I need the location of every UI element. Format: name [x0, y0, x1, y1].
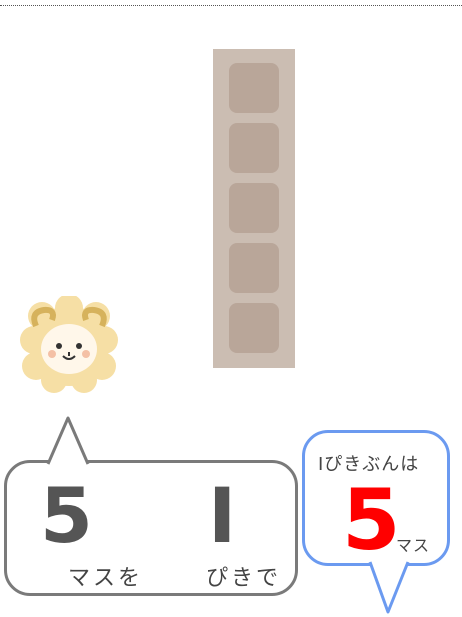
tower-cell [229, 123, 279, 173]
tower-cell [229, 63, 279, 113]
count-value: I [208, 478, 236, 554]
squares-label: マスを [68, 560, 143, 592]
sheep-icon [14, 296, 124, 394]
top-divider [0, 5, 462, 6]
per-one-value: 5 [342, 478, 400, 562]
squares-value: 5 [40, 478, 93, 554]
bubble-tail [44, 414, 94, 466]
per-one-unit: マス [396, 532, 430, 556]
block-tower [213, 49, 295, 368]
tower-cell [229, 243, 279, 293]
tower-cell [229, 183, 279, 233]
tower-cell [229, 303, 279, 353]
count-label: ぴきで [206, 560, 281, 592]
